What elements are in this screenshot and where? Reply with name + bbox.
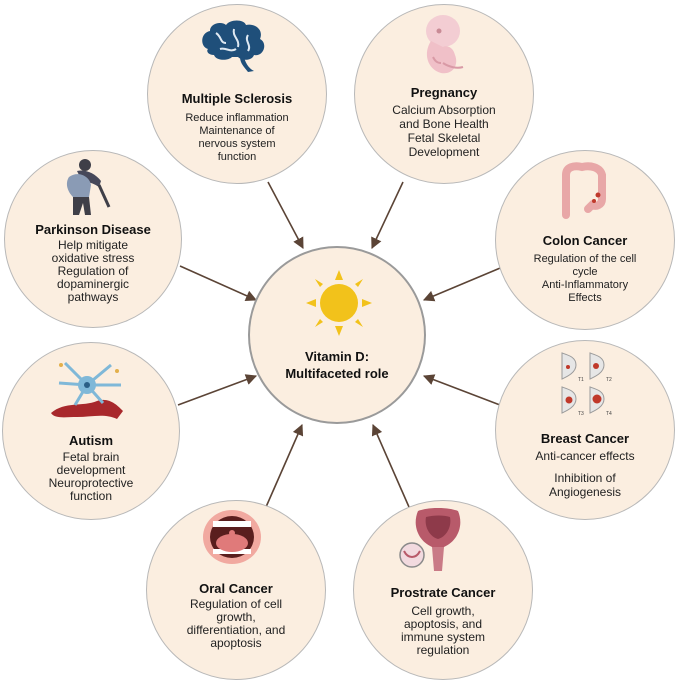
prostate-cancer-node: Prostrate Cancer Cell growth, apoptosis,…: [353, 500, 533, 680]
prostate-icon: [398, 505, 478, 573]
prostate-cancer-line-4: regulation: [416, 643, 470, 657]
pregnancy-line-3: Fetal Skeletal: [407, 131, 481, 145]
colon-cancer-node: Colon Cancer Regulation of the cell cycl…: [495, 150, 675, 330]
parkinson-title: Parkinson Disease: [35, 222, 151, 237]
multiple-sclerosis-line-3: nervous system: [198, 138, 276, 150]
sun-icon: [304, 268, 374, 338]
parkinson-line-1: Help mitigate: [57, 238, 129, 252]
breast-cancer-title: Breast Cancer: [540, 431, 630, 446]
prostate-cancer-line-3: immune system: [400, 630, 486, 644]
arrow-oral-cancer: [265, 423, 304, 508]
arrow-breast-cancer: [422, 374, 501, 406]
multiple-sclerosis-line-4: function: [217, 151, 257, 163]
arrow-pregnancy: [371, 181, 404, 250]
colon-cancer-line-3: Anti-Inflammatory: [541, 279, 629, 291]
pregnancy-line-1: Calcium Absorption: [392, 103, 496, 117]
breast-icon-label-1: T1: [578, 377, 584, 383]
pregnancy-node: Pregnancy Calcium Absorption and Bone He…: [354, 4, 534, 184]
breast-icon: T1 T2 T3 T4: [556, 349, 616, 421]
center-vitamin-d-node: Vitamin D: Multifaceted role: [248, 246, 426, 424]
oral-cancer-line-2: growth,: [216, 610, 256, 624]
prostate-cancer-line-1: Cell growth,: [411, 604, 475, 618]
oral-cancer-line-3: differentiation, and: [186, 623, 286, 637]
mouth-icon: [201, 507, 263, 567]
prostate-cancer-line-2: apoptosis, and: [403, 617, 483, 631]
arrow-autism: [177, 374, 258, 406]
pregnancy-line-2: and Bone Health: [399, 117, 489, 131]
breast-cancer-line-1: Anti-cancer effects: [535, 449, 635, 463]
breast-icon-label-4: T4: [606, 411, 612, 417]
autism-node: Autism Fetal brain development Neuroprot…: [2, 342, 180, 520]
multiple-sclerosis-title: Multiple Sclerosis: [181, 91, 293, 106]
oral-cancer-line-1: Regulation of cell: [189, 597, 283, 611]
autism-line-4: function: [69, 489, 113, 503]
arrow-prostate-cancer: [371, 423, 410, 508]
center-title-line-1: Vitamin D:: [304, 349, 370, 364]
oral-cancer-line-4: apoptosis: [210, 636, 262, 650]
breast-cancer-line-4: Angiogenesis: [548, 485, 622, 499]
breast-icon-label-2: T2: [606, 377, 612, 383]
multiple-sclerosis-line-1: Reduce inflammation: [185, 112, 289, 124]
breast-cancer-line-3: Inhibition of: [554, 471, 616, 485]
stooped-person-icon: [55, 157, 119, 217]
colon-cancer-line-1: Regulation of the cell: [533, 253, 637, 265]
colon-cancer-title: Colon Cancer: [542, 233, 628, 248]
parkinson-line-3: Regulation of: [57, 264, 129, 278]
autism-line-1: Fetal brain: [62, 450, 120, 464]
multiple-sclerosis-line-2: Maintenance of: [199, 125, 275, 137]
parkinson-line-5: pathways: [67, 290, 119, 304]
colon-cancer-line-2: cycle: [572, 266, 598, 278]
center-title-line-2: Multifaceted role: [285, 366, 389, 381]
fetus-icon: [413, 11, 473, 79]
parkinson-node: Parkinson Disease Help mitigate oxidativ…: [4, 150, 182, 328]
prostate-cancer-title: Prostrate Cancer: [390, 585, 496, 600]
colon-cancer-line-4: Effects: [568, 292, 602, 304]
breast-cancer-spacer: [496, 463, 674, 471]
colon-icon: [554, 159, 614, 219]
parkinson-line-2: oxidative stress: [51, 251, 135, 265]
autism-title: Autism: [68, 433, 114, 448]
pregnancy-title: Pregnancy: [410, 85, 478, 100]
arrow-colon-cancer: [422, 265, 506, 302]
breast-cancer-node: T1 T2 T3 T4 Breast Cancer Anti-cancer ef…: [495, 340, 675, 520]
arrow-parkinson: [179, 265, 258, 301]
oral-cancer-title: Oral Cancer: [199, 581, 273, 596]
oral-cancer-node: Oral Cancer Regulation of cell growth, d…: [146, 500, 326, 680]
arrow-multiple-sclerosis: [267, 181, 304, 249]
autism-line-2: development: [56, 463, 126, 477]
multiple-sclerosis-node: Multiple Sclerosis Reduce inflammation M…: [147, 4, 327, 184]
pregnancy-line-4: Development: [408, 145, 480, 159]
breast-icon-label-3: T3: [578, 411, 584, 417]
parkinson-line-4: dopaminergic: [56, 277, 130, 291]
brain-icon: [198, 19, 268, 73]
autism-line-3: Neuroprotective: [48, 476, 134, 490]
neuron-icon: [47, 355, 127, 421]
